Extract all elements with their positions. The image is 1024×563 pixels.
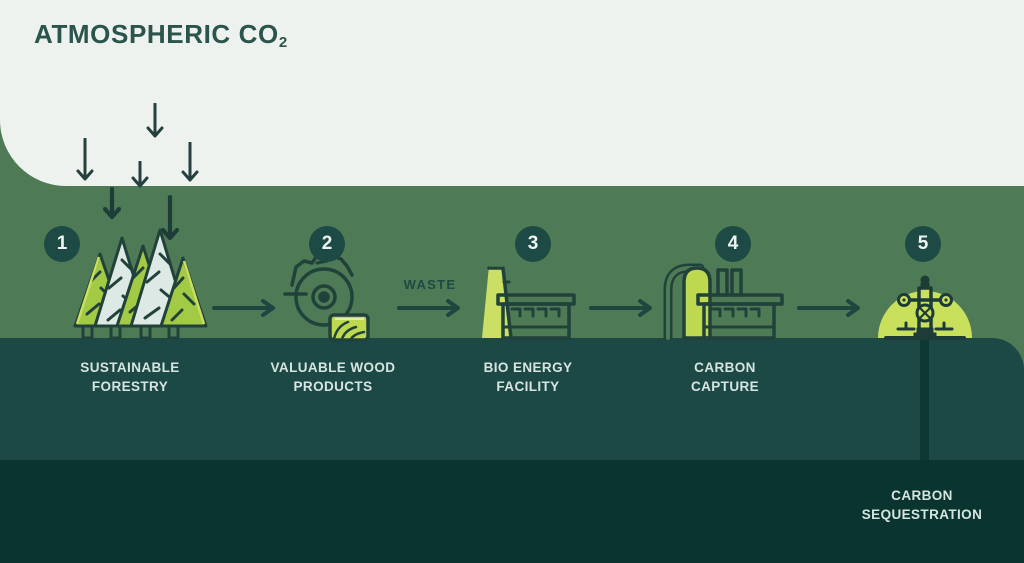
- flow-arrow-icon: [397, 299, 460, 317]
- co2-down-arrow-icon: [131, 161, 149, 188]
- step-badge-2: 2: [309, 226, 345, 262]
- step-label-bio-energy-facility: BIO ENERGY FACILITY: [483, 360, 573, 394]
- wellhead-icon: [878, 275, 972, 340]
- forest-icon: [73, 228, 208, 340]
- circular-saw-icon: [283, 253, 370, 342]
- flow-arrow-icon: [797, 299, 860, 317]
- co2-down-arrow-icon: [181, 142, 199, 182]
- bio-energy-facility-icon: [482, 266, 576, 340]
- title-subscript: 2: [278, 34, 288, 51]
- co2-down-arrow-icon: [76, 138, 94, 181]
- carbon-capture-facility-icon: [663, 263, 784, 340]
- step-badge-1: 1: [44, 226, 80, 262]
- co2-down-arrow-icon: [146, 103, 164, 138]
- step-badge-3: 3: [515, 226, 551, 262]
- co2-down-arrow-icon: [160, 195, 180, 241]
- flow-arrow-icon: [212, 299, 275, 317]
- flow-arrow-icon: [589, 299, 652, 317]
- step-badge-5: 5: [905, 226, 941, 262]
- co2-down-arrow-icon: [102, 187, 122, 220]
- well-bore-line: [920, 338, 929, 460]
- title-text: ATMOSPHERIC CO: [34, 19, 279, 49]
- subsurface-band: [0, 460, 1024, 563]
- page-title: ATMOSPHERIC CO2: [34, 19, 288, 51]
- step-badge-4: 4: [715, 226, 751, 262]
- sky-band: [0, 0, 1024, 186]
- step-label-carbon-sequestration: CARBON SEQUESTRATION: [861, 488, 983, 522]
- step-label-sustainable-forestry: SUSTAINABLE FORESTRY: [80, 360, 180, 394]
- step-label-carbon-capture: CARBON CAPTURE: [690, 360, 760, 394]
- waste-label: WASTE: [403, 277, 457, 292]
- step-label-valuable-wood-products: VALUABLE WOOD PRODUCTS: [270, 360, 396, 394]
- ground-band: [0, 338, 1024, 460]
